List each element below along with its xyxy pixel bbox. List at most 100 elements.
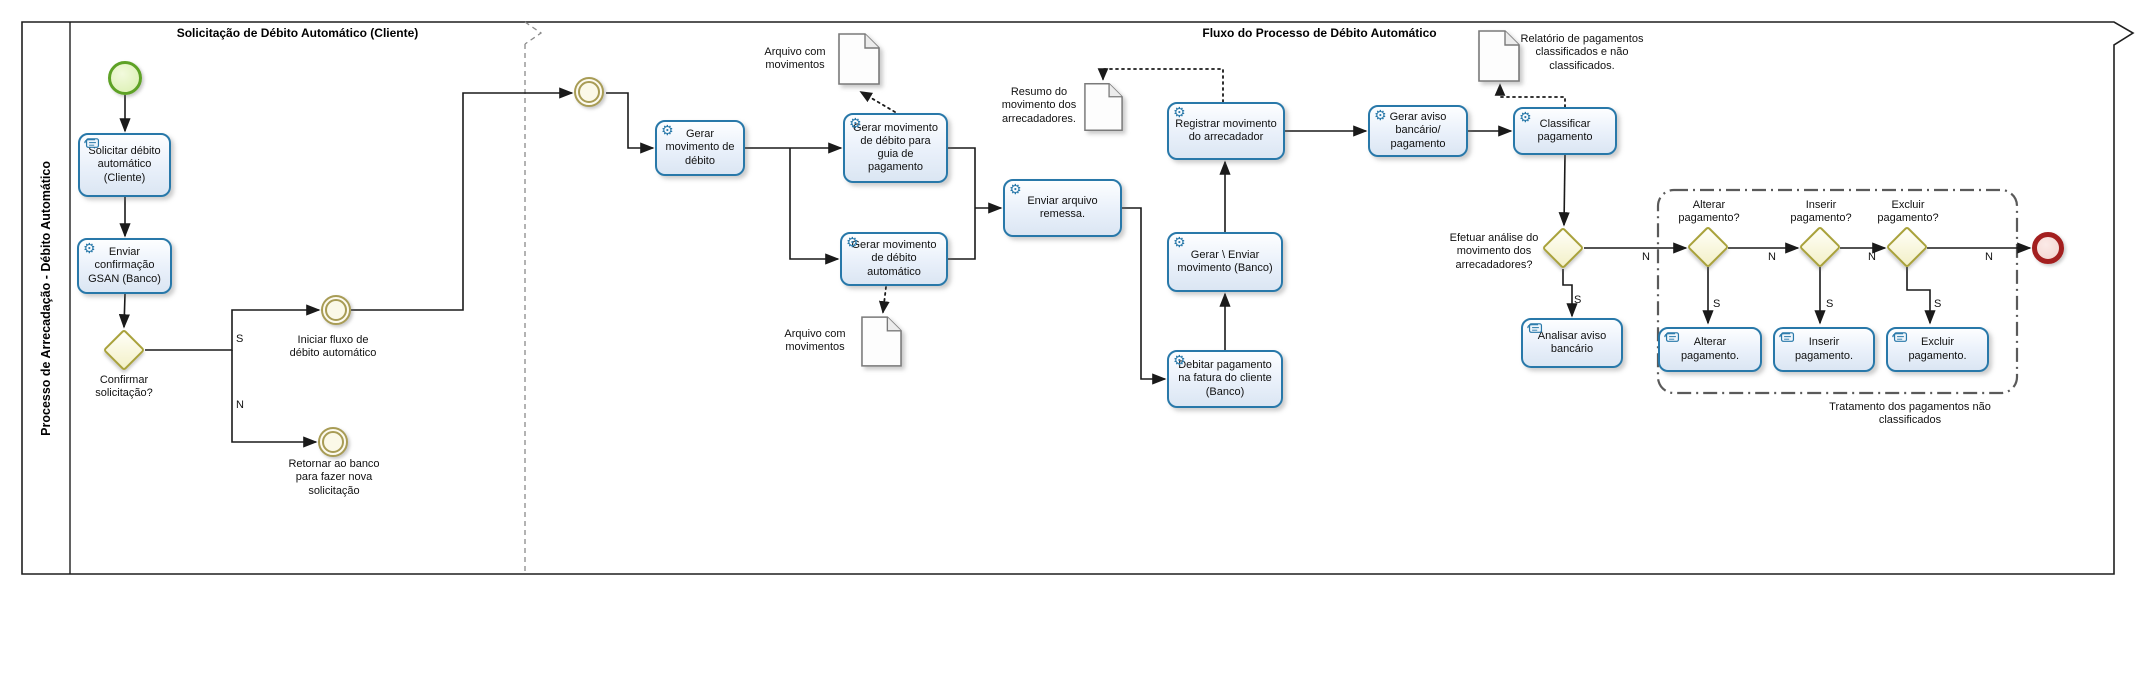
task-label: Inserir pagamento. xyxy=(1794,336,1854,362)
gateway-label-confirmar: Confirmar solicitação? xyxy=(95,374,153,400)
task-gerar-enviar-banco[interactable]: ⚙ Gerar \ Enviar movimento (Banco) xyxy=(1167,232,1283,292)
task-debitar-pagamento[interactable]: ⚙ Debitar pagamento na fatura do cliente… xyxy=(1167,350,1283,408)
document-label-relatorio: Relatório de pagamentos classificados e … xyxy=(1520,33,1644,72)
task-gerar-aviso[interactable]: ⚙ Gerar aviso bancário/ pagamento xyxy=(1368,105,1468,157)
intermediate-event-link[interactable] xyxy=(574,77,604,107)
assoc-guia-to-arquivo1 xyxy=(859,91,896,113)
assoc-automatico-to-arquivo2 xyxy=(878,286,890,314)
document-resumo-movimento[interactable] xyxy=(1084,82,1123,137)
document-label-arquivo-2: Arquivo com movimentos xyxy=(784,328,846,354)
task-excluir-pagamento[interactable]: Excluir pagamento. xyxy=(1886,327,1989,372)
gateway-label-excluir: Excluir pagamento? xyxy=(1877,199,1939,225)
flow-link-to-gerar-movimento xyxy=(606,92,655,154)
flow-merge-lower xyxy=(948,208,976,260)
task-label: Classificar pagamento xyxy=(1537,117,1593,143)
pool-lane-label-text: Processo de Arrecadação - Débito Automát… xyxy=(39,160,53,436)
gear-icon: ⚙ xyxy=(1009,182,1022,198)
task-label: Analisar aviso bancário xyxy=(1537,329,1607,355)
gateway-label-inserir: Inserir pagamento? xyxy=(1790,199,1852,225)
intermediate-event-retornar[interactable] xyxy=(318,427,348,457)
branch-label-n: N xyxy=(236,399,244,411)
group-box-tratamento[interactable] xyxy=(1656,188,2019,395)
task-label: Gerar movimento de débito para guia de p… xyxy=(853,121,938,174)
task-gerar-movimento-guia[interactable]: ⚙ Gerar movimento de débito para guia de… xyxy=(843,113,948,183)
gear-icon: ⚙ xyxy=(83,241,96,257)
branch-label-s: S xyxy=(1713,298,1721,310)
task-label: Enviar confirmação GSAN (Banco) xyxy=(88,246,161,285)
task-label: Registrar movimento do arrecadador xyxy=(1175,117,1277,143)
gateway-label-alterar: Alterar pagamento? xyxy=(1678,199,1740,225)
flow-efetuar-s-analisar xyxy=(1562,269,1578,318)
pool-lane-label: Processo de Arrecadação - Débito Automát… xyxy=(22,22,70,574)
flow-remessa-to-debitar xyxy=(1122,207,1167,385)
task-inserir-pagamento[interactable]: Inserir pagamento. xyxy=(1773,327,1875,372)
branch-label-n: N xyxy=(1985,251,1993,263)
branch-label-s: S xyxy=(236,333,244,345)
task-alterar-pagamento[interactable]: Alterar pagamento. xyxy=(1658,327,1762,372)
document-label-resumo: Resumo do movimento dos arrecadadores. xyxy=(1001,86,1077,125)
end-event[interactable] xyxy=(2032,232,2064,264)
flow-classificar-to-gateway xyxy=(1558,154,1570,227)
event-label-retornar: Retornar ao banco para fazer nova solici… xyxy=(288,458,380,497)
hand-task-icon xyxy=(1527,322,1544,338)
flow-excluir-s-task xyxy=(1906,267,1936,325)
flow-gateway-s-iniciar xyxy=(145,304,321,351)
pool-border xyxy=(21,21,2135,575)
branch-label-s: S xyxy=(1574,294,1582,306)
assoc-registrar-to-resumo xyxy=(1097,68,1224,103)
task-label: Gerar \ Enviar movimento (Banco) xyxy=(1177,248,1273,274)
task-solicitar-debito[interactable]: Solicitar débito automático (Cliente) xyxy=(78,133,171,197)
gateway-label-efetuar: Efetuar análise do movimento dos arrecad… xyxy=(1449,232,1539,271)
gear-icon: ⚙ xyxy=(1173,353,1186,369)
branch-label-s: S xyxy=(1934,298,1942,310)
hand-task-icon xyxy=(1779,331,1796,347)
task-registrar-movimento[interactable]: ⚙ Registrar movimento do arrecadador xyxy=(1167,102,1285,160)
gear-icon: ⚙ xyxy=(846,235,859,251)
start-event[interactable] xyxy=(108,61,142,95)
hand-task-icon xyxy=(84,137,101,153)
document-label-arquivo-1: Arquivo com movimentos xyxy=(764,46,826,72)
gear-icon: ⚙ xyxy=(1173,105,1186,121)
task-label: Debitar pagamento na fatura do cliente (… xyxy=(1178,359,1272,398)
intermediate-event-iniciar-fluxo[interactable] xyxy=(321,295,351,325)
task-classificar-pagamento[interactable]: ⚙ Classificar pagamento xyxy=(1513,107,1617,155)
gear-icon: ⚙ xyxy=(849,116,862,132)
branch-label-n: N xyxy=(1768,251,1776,263)
document-relatorio-pagamentos[interactable] xyxy=(1478,30,1520,87)
task-label: Enviar arquivo remessa. xyxy=(1027,194,1098,220)
assoc-classificar-to-relatorio xyxy=(1494,83,1566,108)
flow-gateway-n-retornar xyxy=(231,350,318,448)
task-label: Gerar movimento de débito xyxy=(665,128,735,167)
flow-confirmacao-to-gateway xyxy=(118,293,130,329)
task-label: Excluir pagamento. xyxy=(1908,336,1967,362)
task-gerar-movimento-automatico[interactable]: ⚙ Gerar movimento de débito automático xyxy=(840,232,948,286)
event-label-iniciar-fluxo: Iniciar fluxo de débito automático xyxy=(289,334,377,360)
task-label: Gerar movimento de débito automático xyxy=(851,239,937,278)
flow-merge-upper xyxy=(948,147,976,208)
branch-label-s: S xyxy=(1826,298,1834,310)
milestone-chevron xyxy=(524,21,543,45)
document-arquivo-movimentos-2[interactable] xyxy=(861,316,902,372)
flow-iniciar-to-link xyxy=(351,87,574,311)
gear-icon: ⚙ xyxy=(1173,235,1186,251)
task-label: Solicitar débito automático (Cliente) xyxy=(88,145,161,184)
task-analisar-aviso[interactable]: Analisar aviso bancário xyxy=(1521,318,1623,368)
task-gerar-movimento-debito[interactable]: ⚙ Gerar movimento de débito xyxy=(655,120,745,176)
milestone-title-fluxo: Fluxo do Processo de Débito Automático xyxy=(1202,26,1437,40)
task-label: Gerar aviso bancário/ pagamento xyxy=(1389,111,1447,150)
document-arquivo-movimentos-1[interactable] xyxy=(838,33,880,90)
gear-icon: ⚙ xyxy=(1374,108,1387,124)
task-enviar-arquivo-remessa[interactable]: ⚙ Enviar arquivo remessa. xyxy=(1003,179,1122,237)
branch-label-n: N xyxy=(1642,251,1650,263)
group-box-caption: Tratamento dos pagamentos não classifica… xyxy=(1829,401,1991,427)
task-label: Alterar pagamento. xyxy=(1680,336,1740,362)
hand-task-icon xyxy=(1664,331,1681,347)
task-enviar-confirmacao[interactable]: ⚙ Enviar confirmação GSAN (Banco) xyxy=(77,238,172,294)
flow-to-gerar-automatico xyxy=(789,148,840,265)
hand-task-icon xyxy=(1892,331,1909,347)
gear-icon: ⚙ xyxy=(1519,110,1532,126)
gear-icon: ⚙ xyxy=(661,123,674,139)
branch-label-n: N xyxy=(1868,251,1876,263)
